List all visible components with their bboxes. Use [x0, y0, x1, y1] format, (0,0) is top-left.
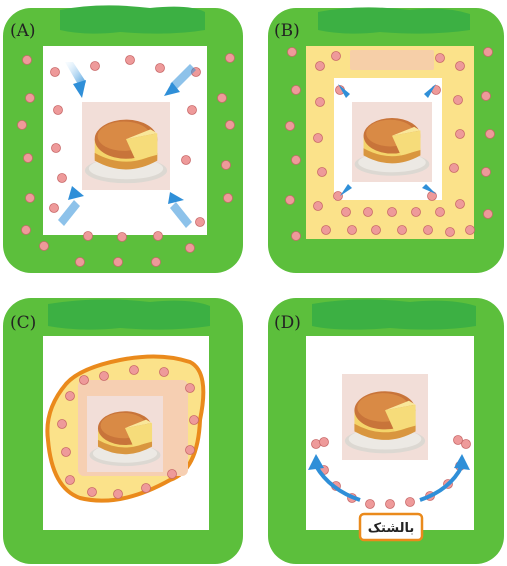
panel-a-scribble: [60, 5, 205, 33]
panel-a-label: (A): [10, 21, 36, 41]
panel-d-scribble: [312, 299, 476, 329]
panel-c-scribble: [48, 299, 210, 329]
panel-b-scribble: [318, 7, 470, 33]
cake-photo: [342, 374, 428, 460]
panel-c-label: (C): [10, 313, 36, 333]
cake-photo: [87, 396, 163, 472]
panel-c: (C): [3, 298, 243, 564]
panel-d: بالشتک (D): [268, 298, 504, 564]
badge-text: بالشتک: [368, 521, 415, 536]
cake-photo: [82, 102, 170, 190]
panel-b-label: (B): [274, 21, 300, 41]
panel-a: (A): [3, 5, 243, 273]
panel-b: (B): [268, 7, 504, 273]
panel-d-label: (D): [274, 313, 301, 333]
panel-b-tag: [350, 50, 434, 70]
cake-photo: [352, 102, 432, 182]
